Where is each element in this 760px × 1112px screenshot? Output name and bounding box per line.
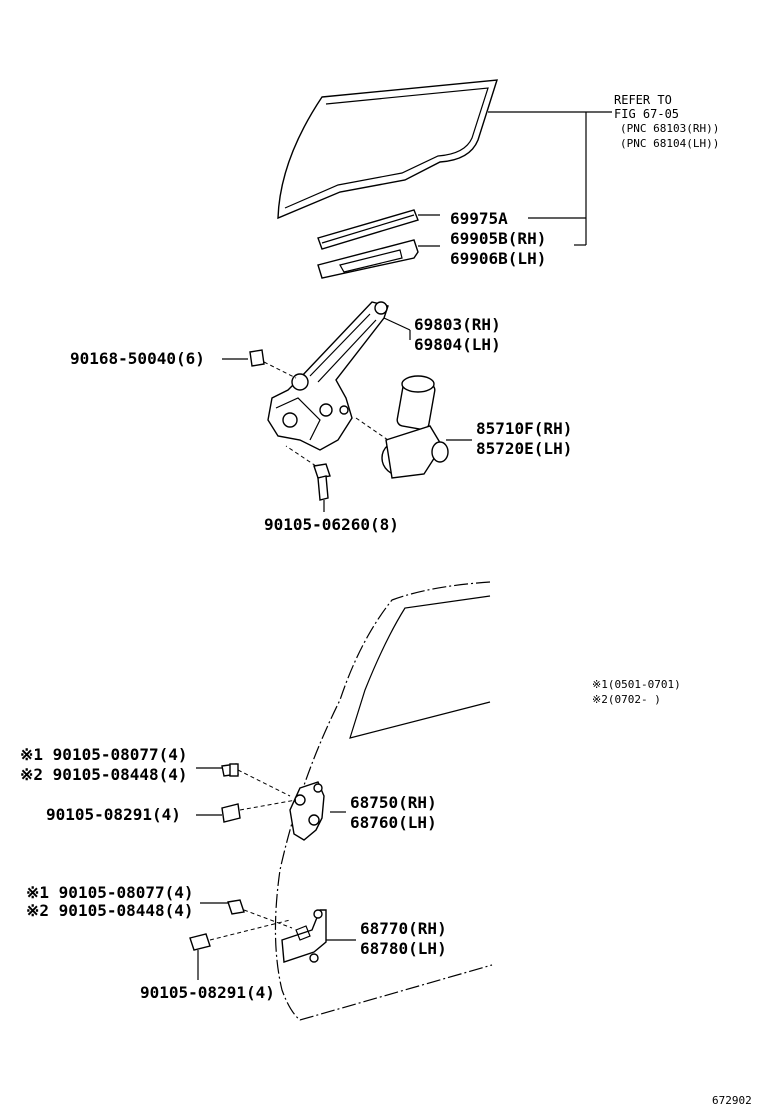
label-69804[interactable]: 69804(LH) bbox=[414, 335, 501, 354]
glass-channel-69905b[interactable] bbox=[317, 239, 440, 279]
label-lower-bolt-2[interactable]: ※2 90105-08448(4) bbox=[26, 901, 194, 920]
bolt-90105-06260[interactable] bbox=[285, 445, 331, 512]
label-68760[interactable]: 68760(LH) bbox=[350, 813, 437, 832]
label-lower-bolt-1[interactable]: ※1 90105-08077(4) bbox=[26, 883, 194, 902]
label-69905b[interactable]: 69905B(RH) bbox=[450, 229, 546, 248]
label-90168[interactable]: 90168-50040(6) bbox=[70, 349, 205, 368]
refer-leader bbox=[488, 111, 612, 246]
label-85720e[interactable]: 85720E(LH) bbox=[476, 439, 572, 458]
label-69803[interactable]: 69803(RH) bbox=[414, 315, 501, 334]
refer-line2: FIG 67-05 bbox=[614, 107, 679, 121]
label-upper-bolt-1[interactable]: ※1 90105-08077(4) bbox=[20, 745, 188, 764]
label-85710f[interactable]: 85710F(RH) bbox=[476, 419, 572, 438]
hinge-68770[interactable] bbox=[281, 909, 356, 963]
label-69975a[interactable]: 69975A bbox=[450, 209, 508, 228]
refer-line3: (PNC 68103(RH)) bbox=[620, 122, 719, 135]
door-outline bbox=[274, 581, 493, 1021]
note-2: ※2(0702- ) bbox=[592, 693, 661, 706]
label-68750[interactable]: 68750(RH) bbox=[350, 793, 437, 812]
note-1: ※1(0501-0701) bbox=[592, 678, 681, 691]
refer-line4: (PNC 68104(LH)) bbox=[620, 137, 719, 150]
label-upper-bolt-2[interactable]: ※2 90105-08448(4) bbox=[20, 765, 188, 784]
bolt-90168[interactable] bbox=[222, 349, 297, 379]
label-68780[interactable]: 68780(LH) bbox=[360, 939, 447, 958]
figure-number: 672902 bbox=[712, 1094, 752, 1107]
bolt-lower-1[interactable] bbox=[200, 899, 293, 929]
label-upper-bolt-3[interactable]: 90105-08291(4) bbox=[46, 805, 181, 824]
bolt-lower-2[interactable] bbox=[189, 919, 291, 980]
window-regulator[interactable] bbox=[267, 301, 411, 451]
window-motor[interactable] bbox=[355, 375, 472, 479]
bolt-upper-1[interactable] bbox=[196, 763, 291, 797]
bolt-upper-2[interactable] bbox=[196, 799, 297, 823]
glass-channel-69975a[interactable] bbox=[317, 209, 440, 250]
label-90105-06260[interactable]: 90105-06260(8) bbox=[264, 515, 399, 534]
refer-line1: REFER TO bbox=[614, 93, 672, 107]
hinge-68750[interactable] bbox=[289, 781, 346, 841]
label-lower-bolt-3[interactable]: 90105-08291(4) bbox=[140, 983, 275, 1002]
label-69906b[interactable]: 69906B(LH) bbox=[450, 249, 546, 268]
label-68770[interactable]: 68770(RH) bbox=[360, 919, 447, 938]
door-glass[interactable] bbox=[277, 79, 498, 220]
